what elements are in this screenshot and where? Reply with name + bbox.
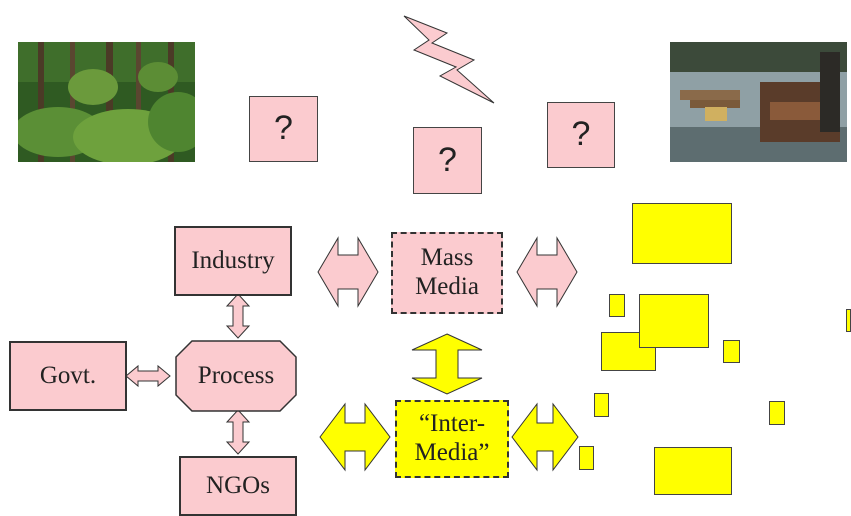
yellow-box bbox=[609, 294, 625, 317]
arrow-intermedia-right bbox=[511, 402, 579, 472]
yellow-box bbox=[846, 309, 851, 332]
logging-photo bbox=[670, 42, 847, 162]
inter-media-line1: “Inter- bbox=[418, 410, 486, 438]
arrow-govt-process bbox=[125, 364, 171, 388]
arrow-left-intermedia bbox=[319, 402, 391, 472]
forest-photo bbox=[18, 42, 195, 162]
mass-media-line1: Mass bbox=[420, 244, 474, 272]
arrow-industry-massmedia bbox=[317, 236, 379, 308]
question-box-1: ? bbox=[249, 96, 318, 162]
govt-node: Govt. bbox=[9, 341, 127, 411]
yellow-box bbox=[654, 447, 732, 495]
mass-media-node: Mass Media bbox=[391, 232, 503, 314]
yellow-box bbox=[723, 340, 740, 363]
yellow-box bbox=[639, 294, 709, 348]
question-box-2: ? bbox=[413, 127, 482, 194]
mass-media-line2: Media bbox=[415, 273, 479, 300]
arrow-massmedia-intermedia bbox=[411, 333, 483, 395]
process-node: Process bbox=[197, 361, 275, 389]
yellow-box bbox=[632, 203, 732, 264]
lightning-bolt-icon bbox=[403, 15, 495, 104]
yellow-box bbox=[769, 401, 785, 425]
inter-media-node: “Inter- Media” bbox=[395, 400, 509, 478]
yellow-box bbox=[579, 446, 594, 470]
arrow-process-ngos bbox=[225, 409, 251, 455]
yellow-box bbox=[594, 393, 609, 417]
ngos-node: NGOs bbox=[179, 456, 297, 516]
question-box-3: ? bbox=[547, 102, 615, 168]
process-node-shape bbox=[175, 340, 297, 412]
industry-node: Industry bbox=[174, 226, 292, 296]
inter-media-line2: Media” bbox=[414, 439, 490, 466]
arrow-industry-process bbox=[225, 293, 251, 339]
arrow-massmedia-right bbox=[516, 236, 578, 308]
